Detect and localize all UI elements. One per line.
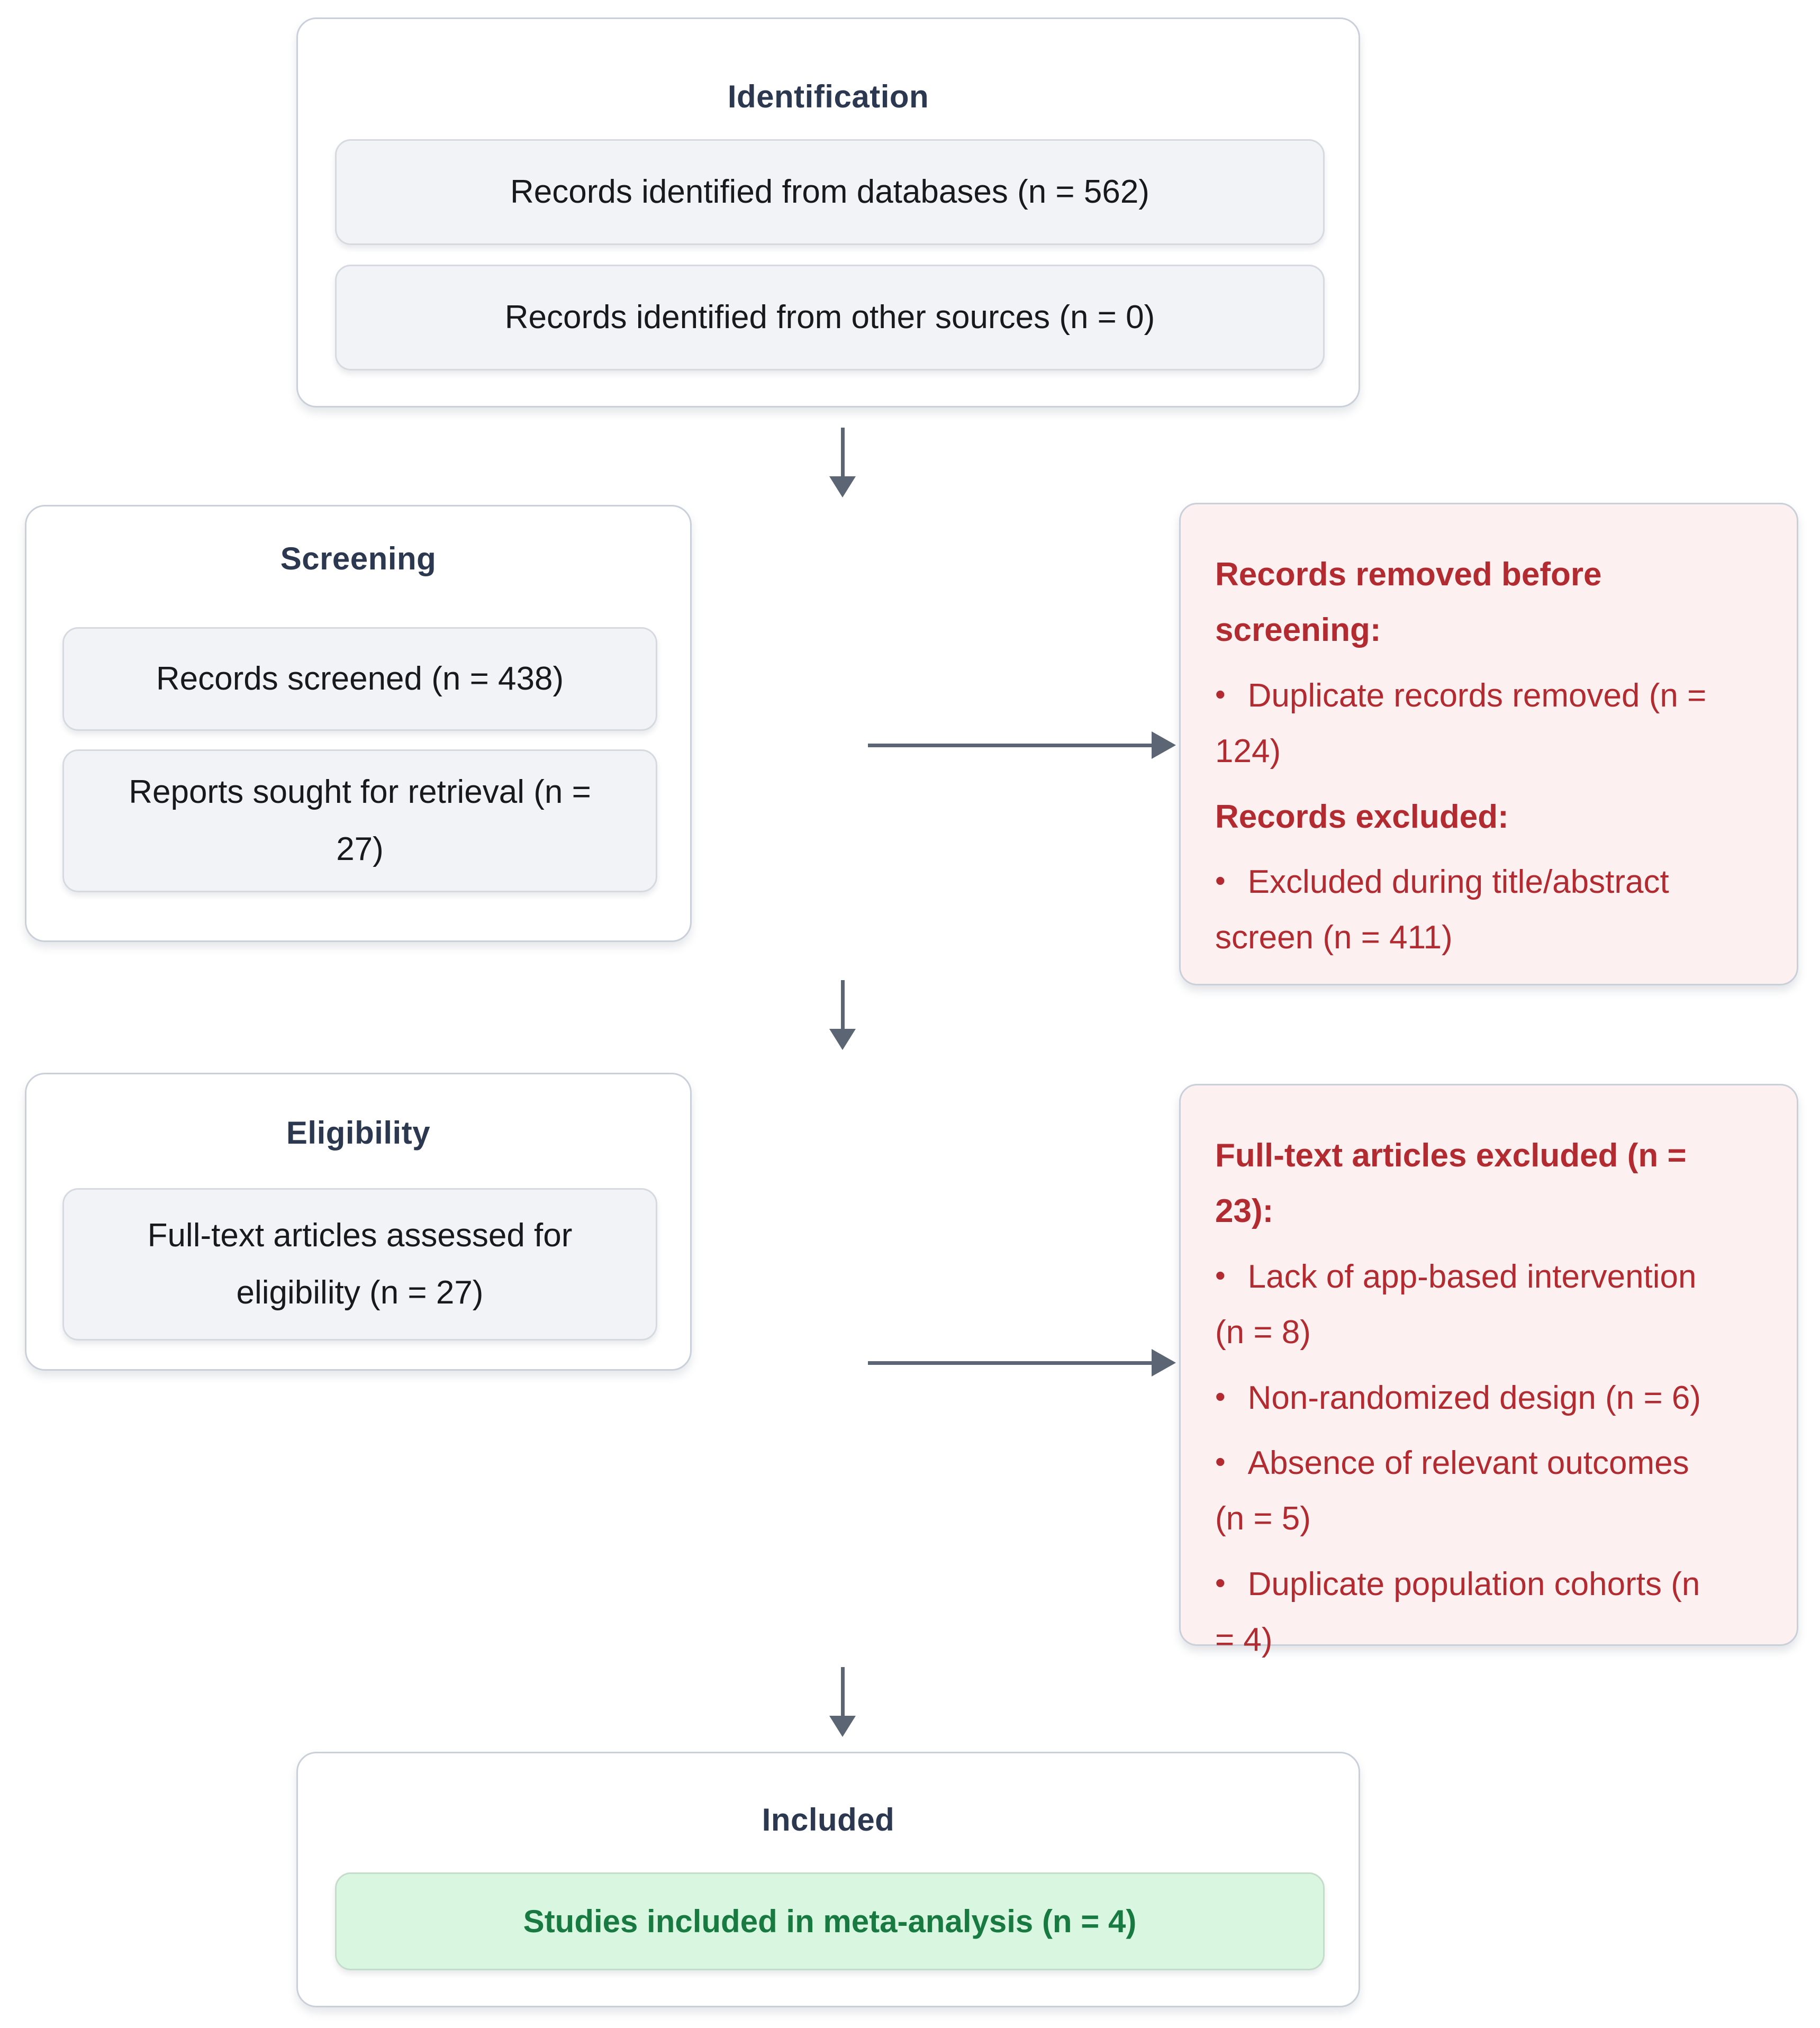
bullet-dot-icon: • [1215, 1379, 1226, 1413]
records-removed-note-box: Records removed before screening: •Dupli… [1179, 503, 1798, 985]
absence-outcomes-text: Absence of relevant outcomes (n = 5) [1215, 1444, 1689, 1537]
duplicate-cohorts-bullet: •Duplicate population cohorts (n = 4) [1215, 1556, 1762, 1668]
reports-sought-text: Reports sought for retrieval (n = 27) [129, 773, 591, 868]
records-removed-heading: Records removed before screening: [1215, 556, 1602, 649]
title-abstract-excluded-text: Excluded during title/abstract screen (n… [1215, 863, 1669, 956]
fulltext-assessed-box: Full-text articles assessed for eligibil… [62, 1188, 657, 1341]
title-abstract-excluded-bullet: •Excluded during title/abstract screen (… [1215, 854, 1762, 966]
bullet-dot-icon: • [1215, 863, 1226, 897]
duplicate-cohorts-text: Duplicate population cohorts (n = 4) [1215, 1565, 1700, 1659]
down-arrowhead-icon-2 [829, 1029, 856, 1050]
duplicate-records-text: Duplicate records removed (n = 124) [1215, 677, 1707, 770]
studies-included-box: Studies included in meta-analysis (n = 4… [335, 1872, 1325, 1970]
down-arrow-line-1 [841, 428, 845, 478]
included-stage-box: Included Studies included in meta-analys… [296, 1752, 1360, 2007]
down-arrowhead-icon-1 [829, 476, 856, 497]
down-arrowhead-icon-3 [829, 1716, 856, 1737]
records-excluded-heading: Records excluded: [1215, 798, 1509, 835]
records-identified-other-sources-box: Records identified from other sources (n… [335, 265, 1325, 370]
reports-sought-box: Reports sought for retrieval (n = 27) [62, 749, 657, 892]
records-identified-databases-text: Records identified from databases (n = 5… [510, 173, 1149, 210]
non-randomized-text: Non-randomized design (n = 6) [1247, 1379, 1701, 1416]
records-screened-text: Records screened (n = 438) [156, 660, 564, 697]
down-arrow-line-2 [841, 980, 845, 1030]
right-arrow-line-2 [868, 1361, 1154, 1365]
fulltext-excluded-note-box: Full-text articles excluded (n = 23): •L… [1179, 1084, 1798, 1658]
identification-title: Identification [727, 79, 929, 114]
eligibility-stage-box: Eligibility Full-text articles assessed … [25, 1073, 692, 1371]
right-arrowhead-icon-2 [1152, 1349, 1176, 1377]
fulltext-assessed-text: Full-text articles assessed for eligibil… [147, 1217, 573, 1311]
down-arrow-line-3 [841, 1667, 845, 1717]
included-title: Included [762, 1802, 895, 1837]
bullet-dot-icon: • [1215, 1258, 1226, 1292]
fulltext-excluded-heading: Full-text articles excluded (n = 23): [1215, 1137, 1687, 1230]
identification-stage-box: Identification Records identified from d… [296, 17, 1360, 408]
bullet-dot-icon: • [1215, 1444, 1226, 1478]
studies-included-text: Studies included in meta-analysis (n = 4… [523, 1904, 1137, 1939]
bullet-dot-icon: • [1215, 1565, 1226, 1599]
bullet-dot-icon: • [1215, 677, 1226, 711]
screening-title: Screening [280, 541, 437, 576]
non-randomized-bullet: • Non-randomized design (n = 6) [1215, 1370, 1762, 1426]
right-arrowhead-icon-1 [1152, 731, 1176, 759]
right-arrow-line-1 [868, 744, 1154, 747]
duplicate-records-bullet: •Duplicate records removed (n = 124) [1215, 668, 1762, 780]
records-identified-other-sources-text: Records identified from other sources (n… [504, 298, 1155, 336]
absence-outcomes-bullet: •Absence of relevant outcomes (n = 5) [1215, 1435, 1762, 1547]
lack-app-intervention-bullet: •Lack of app-based intervention (n = 8) [1215, 1249, 1762, 1361]
records-screened-box: Records screened (n = 438) [62, 627, 657, 731]
lack-app-intervention-text: Lack of app-based intervention (n = 8) [1215, 1258, 1697, 1351]
records-identified-databases-box: Records identified from databases (n = 5… [335, 139, 1325, 245]
eligibility-title: Eligibility [286, 1115, 431, 1151]
screening-stage-box: Screening Records screened (n = 438) Rep… [25, 505, 692, 942]
